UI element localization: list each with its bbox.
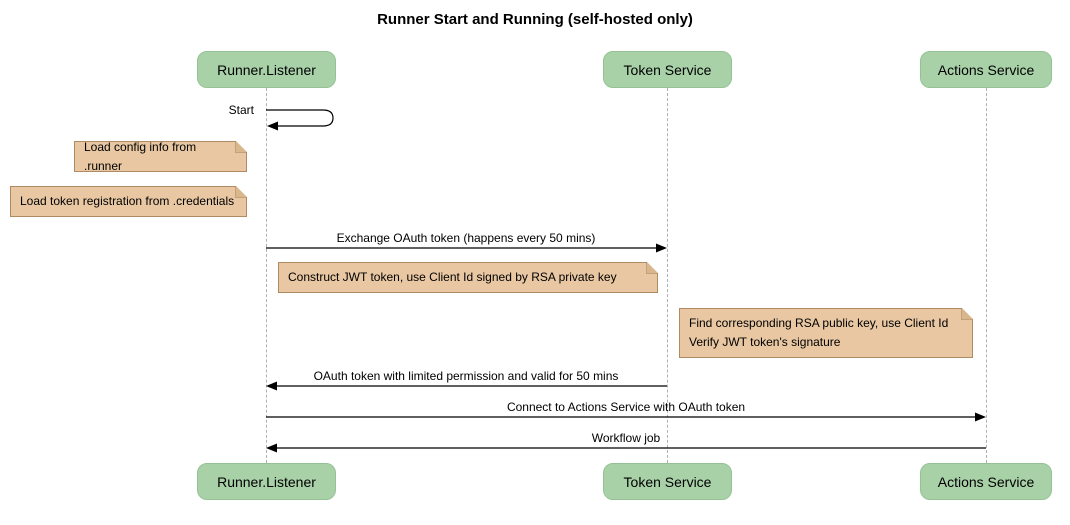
start-arrowhead — [267, 121, 278, 131]
actor-bottom-actions-service: Actions Service — [920, 463, 1052, 500]
message-label-start: Start — [228, 103, 254, 117]
actor-label: Token Service — [623, 61, 712, 78]
actor-top-actions-service: Actions Service — [920, 51, 1052, 88]
note-line: Load config info from .runner — [84, 139, 197, 173]
actor-label: Actions Service — [937, 61, 1035, 78]
workflow-job-arrowhead — [266, 443, 277, 453]
note-verify-jwt: Find corresponding RSA public key, use C… — [679, 308, 973, 358]
exchange-token-arrowhead — [656, 243, 667, 253]
actor-top-token-service: Token Service — [603, 51, 732, 88]
note-construct-jwt: Construct JWT token, use Client Id signe… — [278, 262, 658, 293]
message-label-oauth-return: OAuth token with limited permission and … — [313, 369, 619, 383]
oauth-return-arrowhead — [266, 381, 277, 391]
message-label-connect: Connect to Actions Service with OAuth to… — [506, 400, 746, 414]
note-line: Construct JWT token, use Client Id signe… — [288, 270, 617, 284]
connect-arrowhead — [975, 412, 986, 422]
start-self-loop — [266, 109, 334, 127]
lifeline-token-service — [667, 88, 668, 463]
actor-label: Actions Service — [937, 473, 1035, 490]
actor-label: Runner.Listener — [217, 61, 316, 78]
note-line: Find corresponding RSA public key, use C… — [689, 316, 949, 330]
actor-top-runner-listener: Runner.Listener — [197, 51, 336, 88]
diagram-title: Runner Start and Running (self-hosted on… — [377, 11, 693, 28]
note-line: Verify JWT token's signature — [689, 335, 841, 349]
note-load-token-registration: Load token registration from .credential… — [10, 186, 247, 217]
lifeline-runner-listener — [266, 88, 267, 463]
message-label-exchange-token: Exchange OAuth token (happens every 50 m… — [336, 231, 596, 245]
actor-bottom-token-service: Token Service — [603, 463, 732, 500]
lifeline-actions-service — [986, 88, 987, 463]
actor-bottom-runner-listener: Runner.Listener — [197, 463, 336, 500]
note-line: Load token registration from .credential… — [20, 194, 235, 208]
actor-label: Token Service — [623, 473, 712, 490]
actor-label: Runner.Listener — [217, 473, 316, 490]
note-load-config: Load config info from .runner — [74, 140, 247, 173]
message-label-workflow-job: Workflow job — [591, 431, 661, 445]
